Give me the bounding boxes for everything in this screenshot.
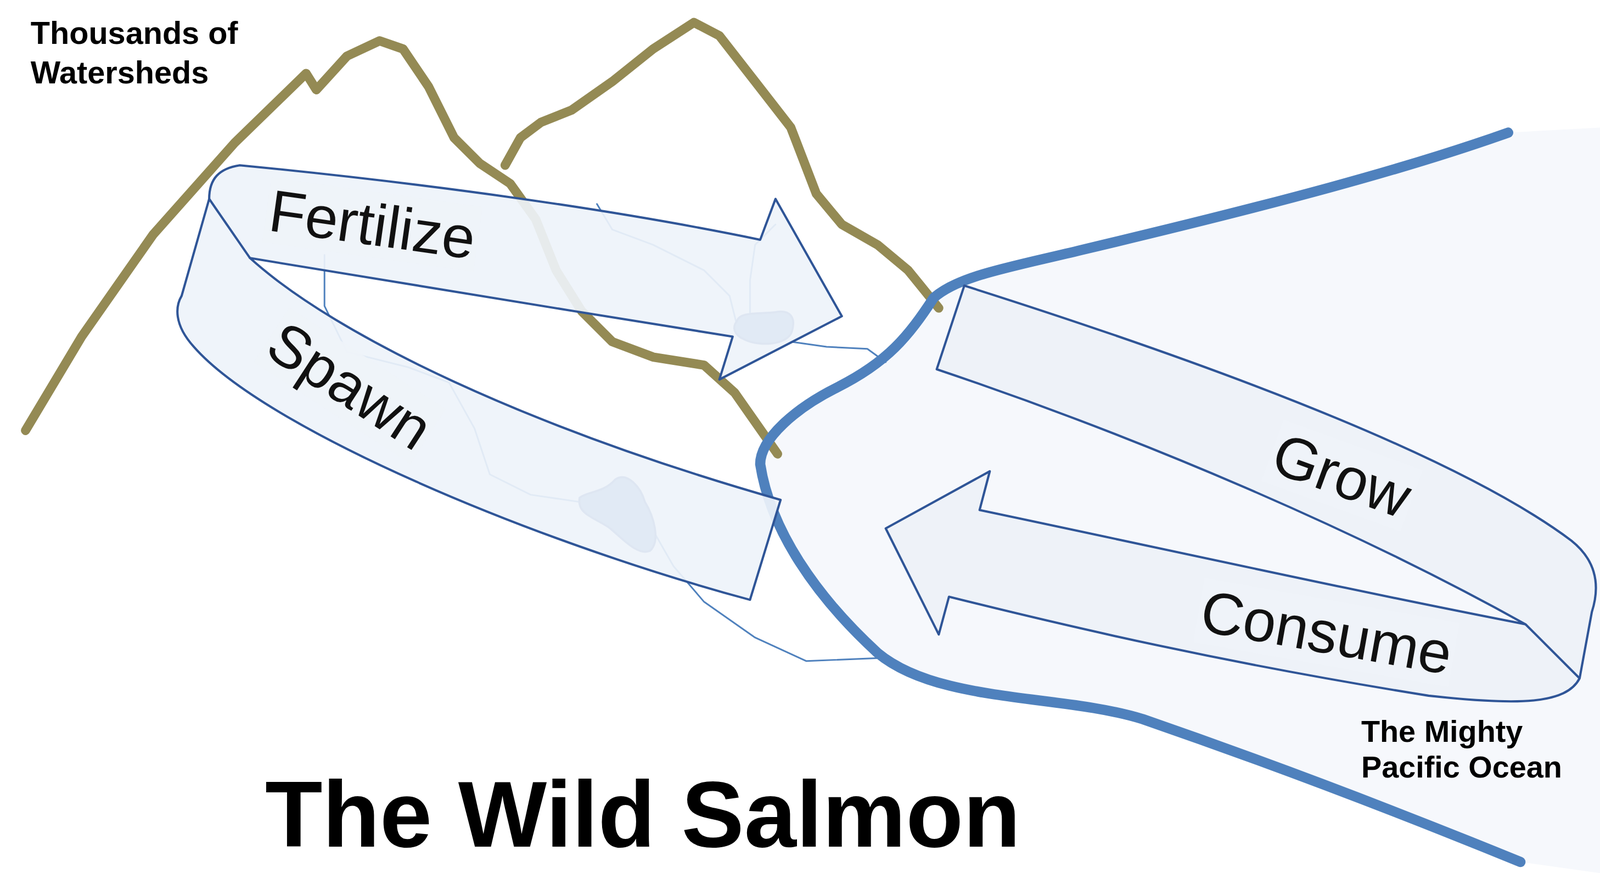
ocean-area [760, 127, 1600, 873]
diagram-title: The Wild Salmon [183, 763, 1103, 867]
life-cycle-band: FertilizeSpawn [171, 153, 856, 613]
region-label: Thousands of Watersheds [30, 14, 286, 94]
band-fold [209, 199, 250, 259]
band-shape [885, 285, 1597, 703]
river [790, 341, 886, 363]
life-cycle-band: GrowConsume [877, 275, 1600, 715]
region-label: The Mighty Pacific Ocean [1361, 714, 1597, 785]
band-fold [1525, 624, 1580, 679]
band-shape [177, 165, 842, 600]
